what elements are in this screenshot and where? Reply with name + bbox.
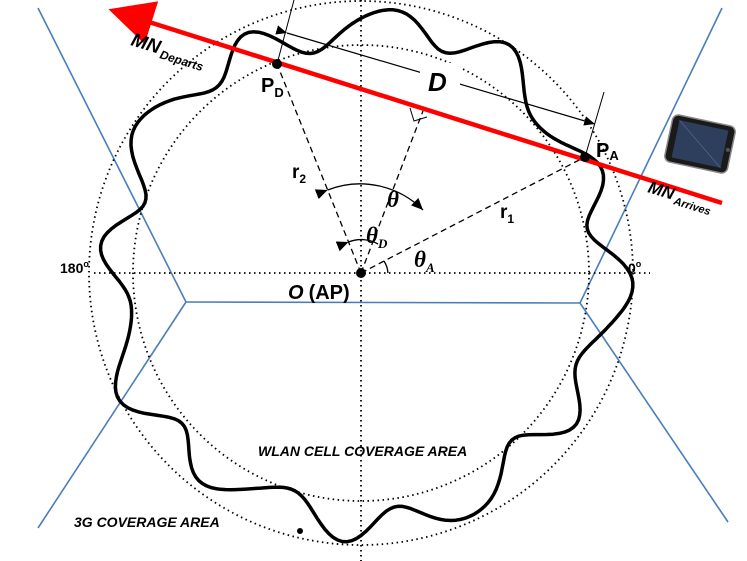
theta-d-arc bbox=[335, 238, 379, 252]
radius-r2-line bbox=[276, 63, 362, 274]
angle-0-label: 0o bbox=[628, 259, 642, 276]
pd-label: PD bbox=[261, 75, 284, 100]
point-pa bbox=[580, 152, 590, 162]
radius-lines bbox=[276, 63, 586, 274]
g3-line-upper-right bbox=[579, 7, 723, 304]
tablet-device-icon bbox=[664, 114, 736, 174]
theta-d-label: θD bbox=[366, 223, 388, 251]
angle-arcs bbox=[314, 183, 424, 274]
mn-trajectory-line bbox=[108, 1, 723, 206]
axes bbox=[94, 0, 650, 561]
g3-line-upper-left bbox=[37, 7, 187, 303]
g3-coverage-area-label: 3G COVERAGE AREA bbox=[74, 514, 220, 530]
wlan-coverage-area-label: WLAN CELL COVERAGE AREA bbox=[258, 443, 467, 459]
points bbox=[272, 59, 590, 534]
r2-label: r2 bbox=[292, 162, 306, 186]
point-origin bbox=[356, 268, 366, 278]
point-boundary-bottom bbox=[297, 528, 303, 534]
angle-180-label: 180o bbox=[60, 259, 89, 276]
pa-label: PA bbox=[596, 140, 619, 163]
perpendicular-line bbox=[360, 110, 424, 274]
theta-label: θ bbox=[387, 187, 399, 212]
theta-a-arc bbox=[383, 260, 389, 274]
point-pd bbox=[272, 59, 282, 69]
g3-line-lower-right bbox=[579, 302, 729, 523]
coverage-3g-boundary bbox=[37, 7, 729, 529]
origin-label: O(AP) bbox=[288, 282, 350, 304]
g3-line-lower-left bbox=[37, 301, 187, 529]
r1-label: r1 bbox=[500, 202, 514, 226]
theta-a-label: θA bbox=[414, 247, 435, 275]
theta-arc bbox=[314, 183, 424, 211]
distance-d-label-bg bbox=[420, 63, 460, 97]
radius-r1-line bbox=[360, 156, 586, 274]
g3-line-middle bbox=[185, 301, 581, 304]
pd-tick bbox=[276, 0, 295, 65]
distance-d-label: D bbox=[428, 67, 447, 97]
